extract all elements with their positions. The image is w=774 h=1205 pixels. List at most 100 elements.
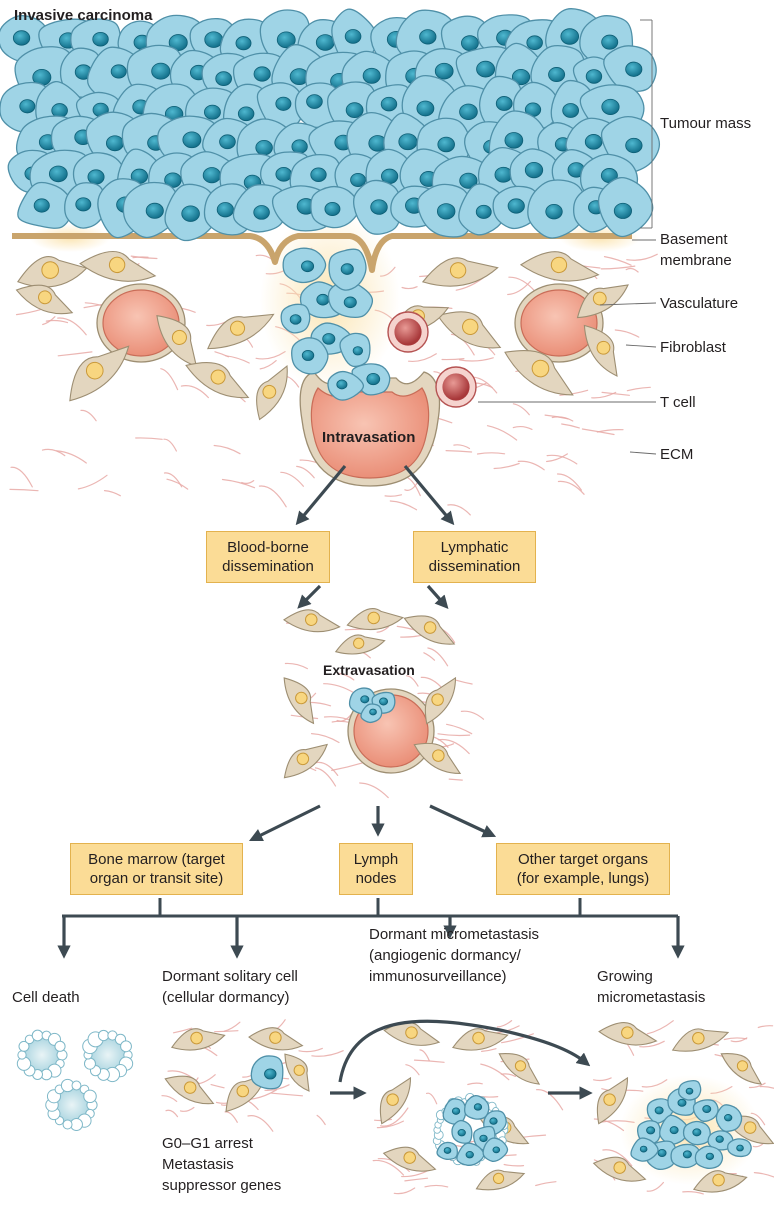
t-cell [435, 366, 477, 408]
fibroblast [156, 315, 198, 368]
fibroblast [720, 1053, 763, 1085]
tumour-cell [659, 1114, 689, 1146]
fibroblast-nucleus [183, 1081, 197, 1094]
arrow-blood-to-extravasation [297, 584, 322, 609]
label-extravasation: Extravasation [323, 662, 415, 678]
nucleus [625, 61, 643, 77]
arrow-to-blood [295, 464, 347, 526]
label-basement-membrane-2: membrane [660, 252, 732, 269]
nucleus [255, 139, 273, 156]
fibroblast-nucleus [269, 1031, 282, 1044]
nucleus [685, 1087, 694, 1095]
fibroblast [598, 1022, 658, 1046]
nucleus [343, 296, 357, 309]
fibroblast-nucleus [190, 1031, 203, 1045]
tumour-cell [694, 1145, 724, 1169]
nucleus [476, 60, 496, 78]
fibroblast [692, 1170, 748, 1193]
basement-membrane [12, 233, 632, 273]
nucleus [459, 172, 478, 189]
nucleus [613, 202, 632, 219]
tumour-cell [436, 1141, 458, 1160]
tumour-cell [17, 181, 74, 229]
tumour-cell [603, 45, 657, 93]
nucleus [639, 1145, 648, 1153]
nucleus [494, 166, 513, 183]
nucleus [340, 263, 354, 275]
tumour-cell [482, 1137, 509, 1163]
fibroblast-nucleus [492, 1172, 505, 1185]
nucleus [715, 1135, 724, 1143]
nucleus [724, 1114, 733, 1122]
label-intravasation: Intravasation [322, 429, 416, 446]
fibroblast [282, 609, 341, 633]
nucleus [237, 106, 255, 122]
nucleus [105, 135, 124, 152]
fibroblast [248, 1027, 304, 1051]
nucleus [682, 1150, 692, 1159]
nucleus [48, 165, 68, 183]
label-tumour-mass: Tumour mass [660, 115, 752, 132]
nucleus [336, 379, 348, 390]
nucleus [492, 1146, 501, 1154]
tumour-cell [451, 1119, 473, 1144]
arrow-solitary-to-growing [338, 1019, 591, 1083]
nucleus [370, 199, 388, 215]
nucleus [437, 136, 455, 153]
fibroblast [596, 1076, 629, 1125]
fibroblast-nucleus [38, 290, 52, 305]
blood-borne-line-2: dissemination [222, 558, 314, 575]
nucleus [398, 133, 418, 151]
fibroblast [170, 1028, 226, 1051]
nucleus [315, 34, 335, 51]
nucleus [306, 94, 323, 109]
nucleus [443, 1147, 452, 1154]
nucleus [702, 1105, 712, 1114]
lymphatic-line-1: Lymphatic [440, 539, 509, 556]
nucleus [301, 349, 315, 361]
label-dormant-micro-3: immunosurveillance) [369, 968, 507, 985]
nucleus [12, 30, 31, 46]
nucleus [204, 104, 221, 120]
other-organs-line-1: Other target organs [517, 851, 649, 868]
nucleus [526, 35, 543, 51]
nucleus [216, 202, 234, 218]
nucleus [601, 98, 620, 115]
fibroblast-nucleus [514, 1060, 527, 1072]
nucleus [489, 1117, 498, 1125]
label-vasculature: Vasculature [660, 295, 739, 312]
fibroblast [592, 1156, 647, 1182]
flow-arrows-layer [57, 19, 685, 1100]
nucleus [657, 1148, 667, 1157]
nucleus [301, 260, 315, 273]
note-metastasis: Metastasis [162, 1156, 234, 1173]
bone-marrow-line-1: Bone marrow (target [88, 851, 225, 868]
fibroblast-nucleus [692, 1031, 705, 1045]
other-organs-line-2: (for example, lungs) [516, 870, 650, 887]
nucleus [461, 35, 479, 51]
nucleus [545, 203, 563, 220]
nucleus [646, 1126, 656, 1135]
fibroblast [283, 743, 328, 779]
nucleus [182, 131, 202, 149]
fibroblast-nucleus [596, 340, 611, 355]
tumour-cell [352, 179, 403, 235]
fibroblast [451, 1028, 509, 1051]
dead-cell-cluster [82, 1029, 134, 1083]
nucleus [350, 172, 366, 187]
box-bone-marrow: Bone marrow (target organ or transit sit… [70, 843, 243, 895]
nucleus [736, 1144, 744, 1152]
nucleus [475, 204, 492, 219]
box-blood-borne-dissemination: Blood-borne dissemination [206, 531, 330, 583]
fibroblast-nucleus [41, 261, 59, 279]
fibroblast [346, 608, 405, 631]
tumour-cell [670, 1143, 703, 1169]
fibroblast-layer [15, 251, 774, 1193]
nucleus [511, 69, 531, 86]
fibroblast-nucleus [531, 359, 550, 378]
label-growing-micro-2: micrometastasis [597, 989, 706, 1006]
fibroblast-nucleus [293, 1064, 305, 1076]
fibroblast [17, 256, 88, 288]
nucleus [289, 314, 302, 325]
tumour-cell [417, 183, 474, 238]
